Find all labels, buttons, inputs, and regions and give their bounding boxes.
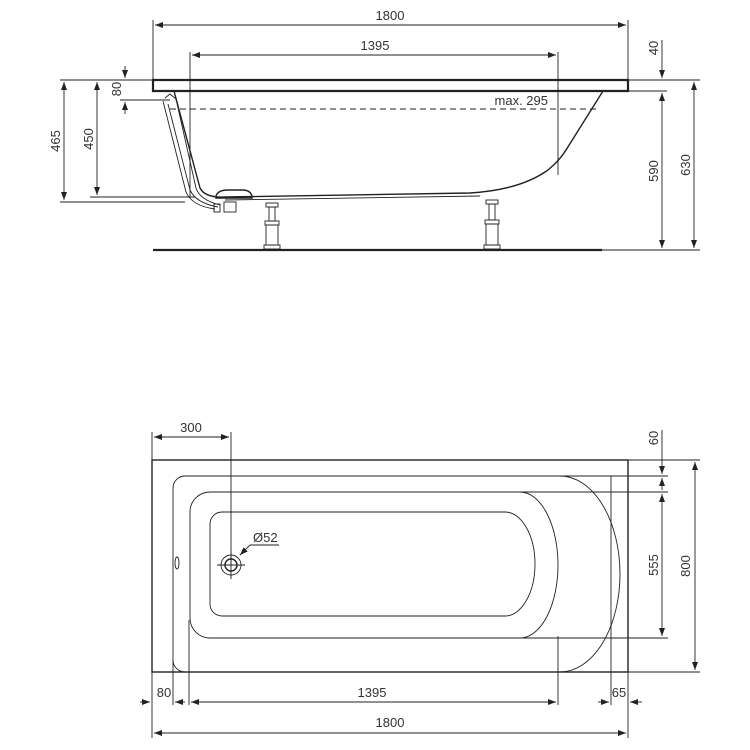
dim-height-630: 630 bbox=[678, 82, 697, 248]
dim-inner-width-555: 555 bbox=[646, 494, 665, 636]
drain-diameter-callout: Ø52 bbox=[239, 530, 279, 556]
label-1395-plan: 1395 bbox=[358, 685, 387, 700]
drain-hole bbox=[217, 551, 245, 579]
dim-rim-40: 40 bbox=[646, 40, 665, 78]
overflow-drain-pipe bbox=[162, 93, 253, 213]
label-65: 65 bbox=[612, 685, 626, 700]
label-590: 590 bbox=[646, 160, 661, 182]
label-465: 465 bbox=[48, 130, 63, 152]
dim-overall-length-1800-plan: 1800 bbox=[154, 715, 626, 736]
plan-view: 300 Ø52 bbox=[140, 420, 700, 738]
label-80-side: 80 bbox=[109, 82, 124, 96]
label-800: 800 bbox=[678, 555, 693, 577]
dim-height-590: 590 bbox=[646, 93, 665, 248]
label-60: 60 bbox=[646, 431, 661, 445]
dim-overflow-80: 80 bbox=[109, 66, 170, 114]
dim-side-inner-length: 1395 bbox=[189, 38, 559, 198]
overflow-slot bbox=[174, 556, 180, 570]
dim-height-450: 450 bbox=[81, 82, 100, 195]
support-leg-right bbox=[483, 199, 501, 250]
label-1800-plan: 1800 bbox=[376, 715, 405, 730]
dim-rim-left-80: 80 bbox=[140, 685, 185, 705]
label-555: 555 bbox=[646, 554, 661, 576]
tub-body-outline bbox=[173, 90, 604, 198]
label-40: 40 bbox=[646, 41, 661, 55]
side-view: 1800 1395 max. 295 bbox=[48, 8, 700, 252]
label-1800-side: 1800 bbox=[376, 8, 405, 23]
tub-rim bbox=[151, 78, 630, 93]
dim-side-overall-length: 1800 bbox=[152, 8, 629, 80]
label-450: 450 bbox=[81, 128, 96, 150]
label-1395-side: 1395 bbox=[361, 38, 390, 53]
label-630: 630 bbox=[678, 154, 693, 176]
dim-rim-60: 60 bbox=[646, 430, 665, 490]
dim-inner-length-1395: 1395 bbox=[191, 685, 556, 705]
dim-height-465: 465 bbox=[48, 82, 67, 200]
support-leg-left bbox=[263, 202, 281, 250]
rim-inner-contour bbox=[172, 475, 621, 673]
tub-floor-inner bbox=[224, 195, 481, 201]
dim-rim-right-65: 65 bbox=[598, 685, 642, 705]
label-diameter-52: Ø52 bbox=[253, 530, 278, 545]
label-max-295: max. 295 bbox=[495, 93, 548, 108]
drain-plug bbox=[215, 189, 253, 199]
dim-overall-width-800: 800 bbox=[678, 462, 698, 670]
basin-floor-contour bbox=[209, 511, 536, 617]
label-300: 300 bbox=[180, 420, 202, 435]
basin-contour bbox=[189, 491, 559, 639]
drain-trap bbox=[223, 201, 237, 213]
dim-drain-offset-300: 300 bbox=[151, 420, 232, 565]
label-80-plan: 80 bbox=[157, 685, 171, 700]
